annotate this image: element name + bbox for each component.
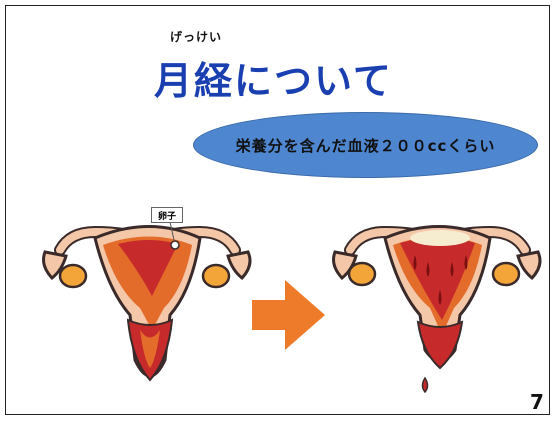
info-bubble-text: 栄養分を含んだ血液２００ccくらい bbox=[235, 136, 496, 155]
slide-frame bbox=[5, 5, 550, 415]
title-furigana: げっけい bbox=[170, 30, 223, 44]
egg-label: 卵子 bbox=[151, 207, 183, 223]
info-bubble: 栄養分を含んだ血液２００ccくらい bbox=[193, 112, 538, 178]
uterus-before-illustration bbox=[42, 221, 252, 382]
uterus-after-illustration bbox=[332, 225, 542, 394]
arrow-right-icon bbox=[252, 280, 325, 350]
page-number: 7 bbox=[530, 390, 544, 414]
page-title: 月経について bbox=[154, 59, 393, 103]
